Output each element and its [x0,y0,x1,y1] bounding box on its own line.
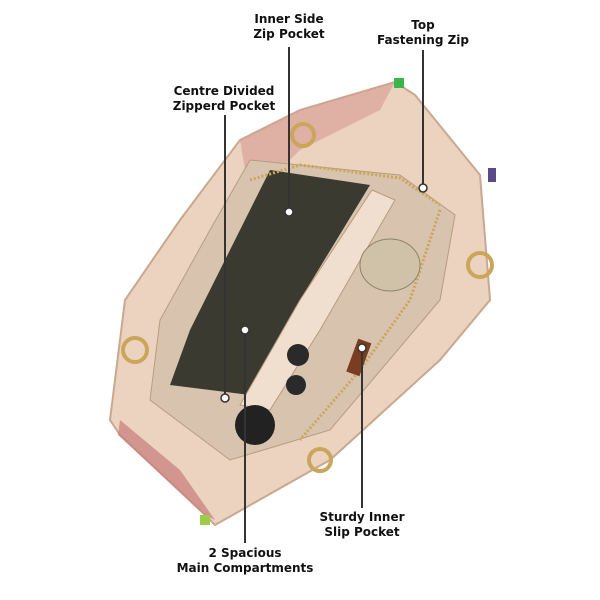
callout-text: Sturdy Inner [319,510,405,524]
callout-dot [284,207,294,217]
callout-dots [220,183,428,403]
divider-panel [239,189,396,411]
callout-text: Centre Divided [173,84,275,98]
callout-text: Slip Pocket [324,525,400,539]
callout-text: Zip Pocket [253,27,325,41]
callout-text: Fastening Zip [377,33,469,47]
callout-text: 2 Spacious [208,546,282,560]
bag-pattern-bottom [118,420,215,520]
callout-sturdy-inner-slip-pocket: Sturdy Inner Slip Pocket [319,510,404,540]
callout-lines [224,47,424,543]
callout-text: Main Compartments [176,561,314,575]
hardware-ring [290,122,316,148]
jar [359,238,421,292]
cosmetic-item [235,405,275,445]
callout-dot [220,393,230,403]
cosmetic-item [287,344,309,366]
purple-tip [488,168,496,182]
callout-inner-side-zip-pocket: Inner Side Zip Pocket [253,12,324,42]
green-tip [394,78,404,88]
callout-dot [357,343,367,353]
hardware-ring [307,447,333,473]
callout-text: Zipperd Pocket [172,99,276,113]
cosmetic-item [286,375,306,395]
green-tip [200,515,210,525]
side-zipper [298,209,442,441]
callout-main-compartments: 2 Spacious Main Compartments [177,546,314,576]
callout-dot [240,325,250,335]
hardware-ring [121,336,149,364]
callout-dot [418,183,428,193]
callout-text: Top [411,18,435,32]
callout-centre-divided-pocket: Centre Divided Zipperd Pocket [173,84,276,114]
notebook [170,170,370,395]
hardware-ring [466,251,494,279]
callout-top-fastening-zip: Top Fastening Zip [377,18,469,48]
callout-text: Inner Side [254,12,324,26]
